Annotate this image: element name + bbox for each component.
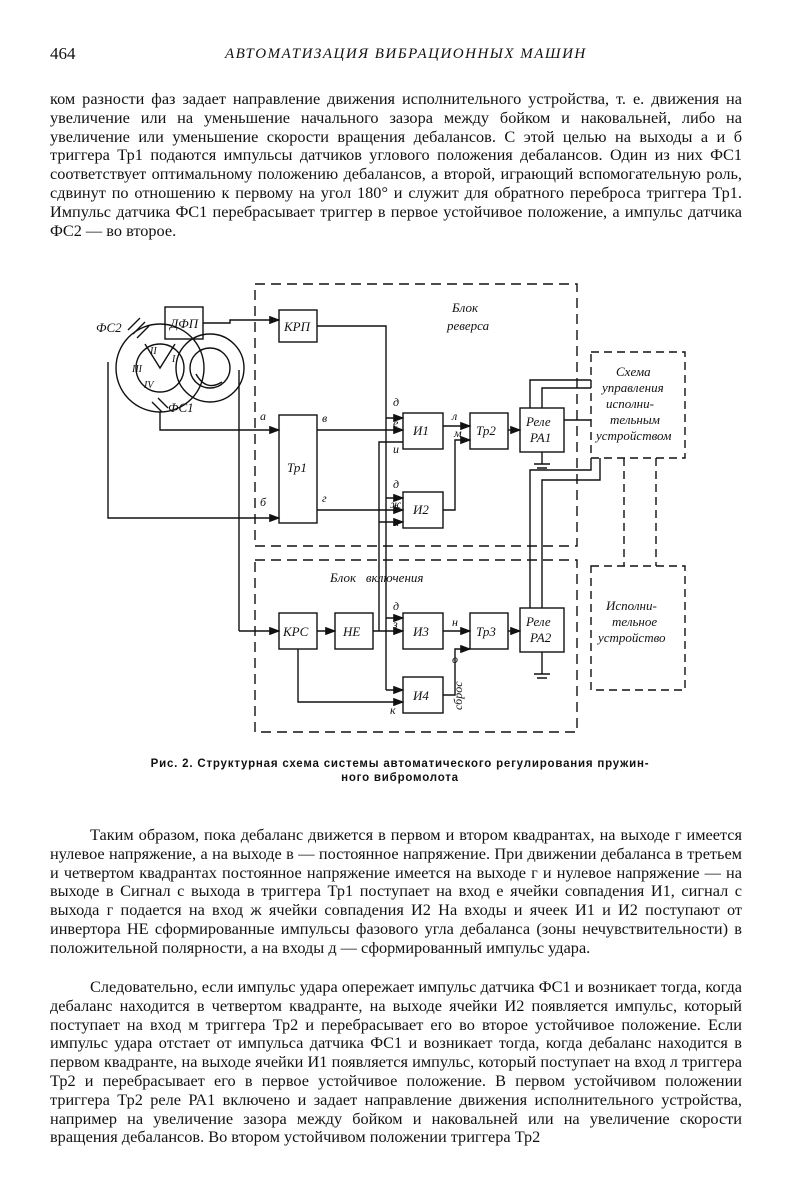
pin-m: м	[453, 426, 462, 440]
control-line-1: Схема	[616, 364, 651, 379]
actuator-line-1: Исполни-	[605, 598, 657, 613]
ra2-label-a: Реле	[525, 614, 551, 629]
tr1-label: Тр1	[287, 460, 307, 475]
quadrant-i: I	[171, 354, 176, 365]
ra2-label-b: РА2	[529, 630, 552, 645]
actuator-line-3: устройство	[596, 630, 666, 645]
pin-v: в	[322, 411, 327, 425]
page-header: 464 АВТОМАТИЗАЦИЯ ВИБРАЦИОННЫХ МАШИН	[50, 44, 750, 68]
enable-title: Блок включения	[329, 570, 423, 585]
quadrant-ii: II	[149, 346, 157, 357]
running-title: АВТОМАТИЗАЦИЯ ВИБРАЦИОННЫХ МАШИН	[225, 46, 587, 62]
paragraph-quadrants: Таким образом, пока дебаланс движется в …	[50, 825, 742, 957]
i3-label: И3	[412, 624, 429, 639]
i1-label: И1	[412, 423, 429, 438]
quadrant-iii: III	[131, 364, 143, 375]
pin-o: о	[452, 652, 458, 666]
page-number: 464	[50, 44, 76, 63]
control-scheme-border	[590, 351, 686, 459]
tr1-box	[278, 414, 318, 524]
pin-l: л	[451, 409, 457, 423]
fs1-label: ФС1	[168, 400, 194, 415]
quadrant-iv: IV	[143, 380, 155, 391]
dfp-label: ДФП	[168, 316, 200, 331]
pin-g: г	[322, 491, 327, 505]
pin-n: н	[452, 615, 458, 629]
fs2-label: ФС2	[96, 320, 122, 335]
tr2-box	[469, 412, 509, 450]
control-line-2: управления	[600, 380, 664, 395]
tr2-label: Тр2	[476, 423, 496, 438]
pin-k: к	[390, 703, 396, 717]
pin-zh: ж	[390, 497, 401, 511]
reverse-title-2: реверса	[446, 318, 490, 333]
block-diagram: ДФП КРП Тр1 И1 И2 Тр2 Реле РА1 КРС НЕ И3…	[96, 283, 686, 733]
reverse-block-border	[254, 283, 578, 547]
pin-b: б	[260, 495, 267, 509]
i2-label: И2	[412, 502, 429, 517]
pin-z: з	[392, 617, 398, 631]
caption-line-1: Рис. 2. Структурная схема системы автома…	[150, 758, 650, 770]
paragraph-consequence: Следовательно, если импульс удара опереж…	[50, 977, 742, 1147]
pin-i2: и	[393, 515, 399, 529]
krp-label: КРП	[283, 319, 312, 334]
pin-d1: д	[393, 395, 399, 409]
reset-label: сброс	[451, 681, 465, 710]
control-line-3: исполни-	[606, 396, 654, 411]
figure-caption: Рис. 2. Структурная схема системы автома…	[100, 757, 700, 785]
actuator-border	[590, 565, 686, 691]
control-line-5: устройством	[594, 428, 671, 443]
control-line-4: тельным	[610, 412, 660, 427]
ra1-label-b: РА1	[529, 430, 551, 445]
tr3-label: Тр3	[476, 624, 496, 639]
i4-label: И4	[412, 688, 429, 703]
pin-i1: и	[393, 442, 399, 456]
pin-a: а	[260, 409, 266, 423]
caption-line-2: ного вибромолота	[341, 772, 459, 784]
krs-label: КРС	[282, 624, 309, 639]
actuator-line-2: тельное	[612, 614, 657, 629]
wheel-right	[175, 333, 245, 403]
pin-d3: д	[393, 599, 399, 613]
enable-block-border	[254, 559, 578, 733]
ne-label: НЕ	[342, 624, 360, 639]
reverse-title-1: Блок	[451, 300, 479, 315]
paragraph-intro: ком разности фаз задает направление движ…	[50, 89, 742, 240]
pin-d2: д	[393, 477, 399, 491]
pin-e: е	[393, 416, 399, 430]
ra1-label-a: Реле	[525, 414, 551, 429]
